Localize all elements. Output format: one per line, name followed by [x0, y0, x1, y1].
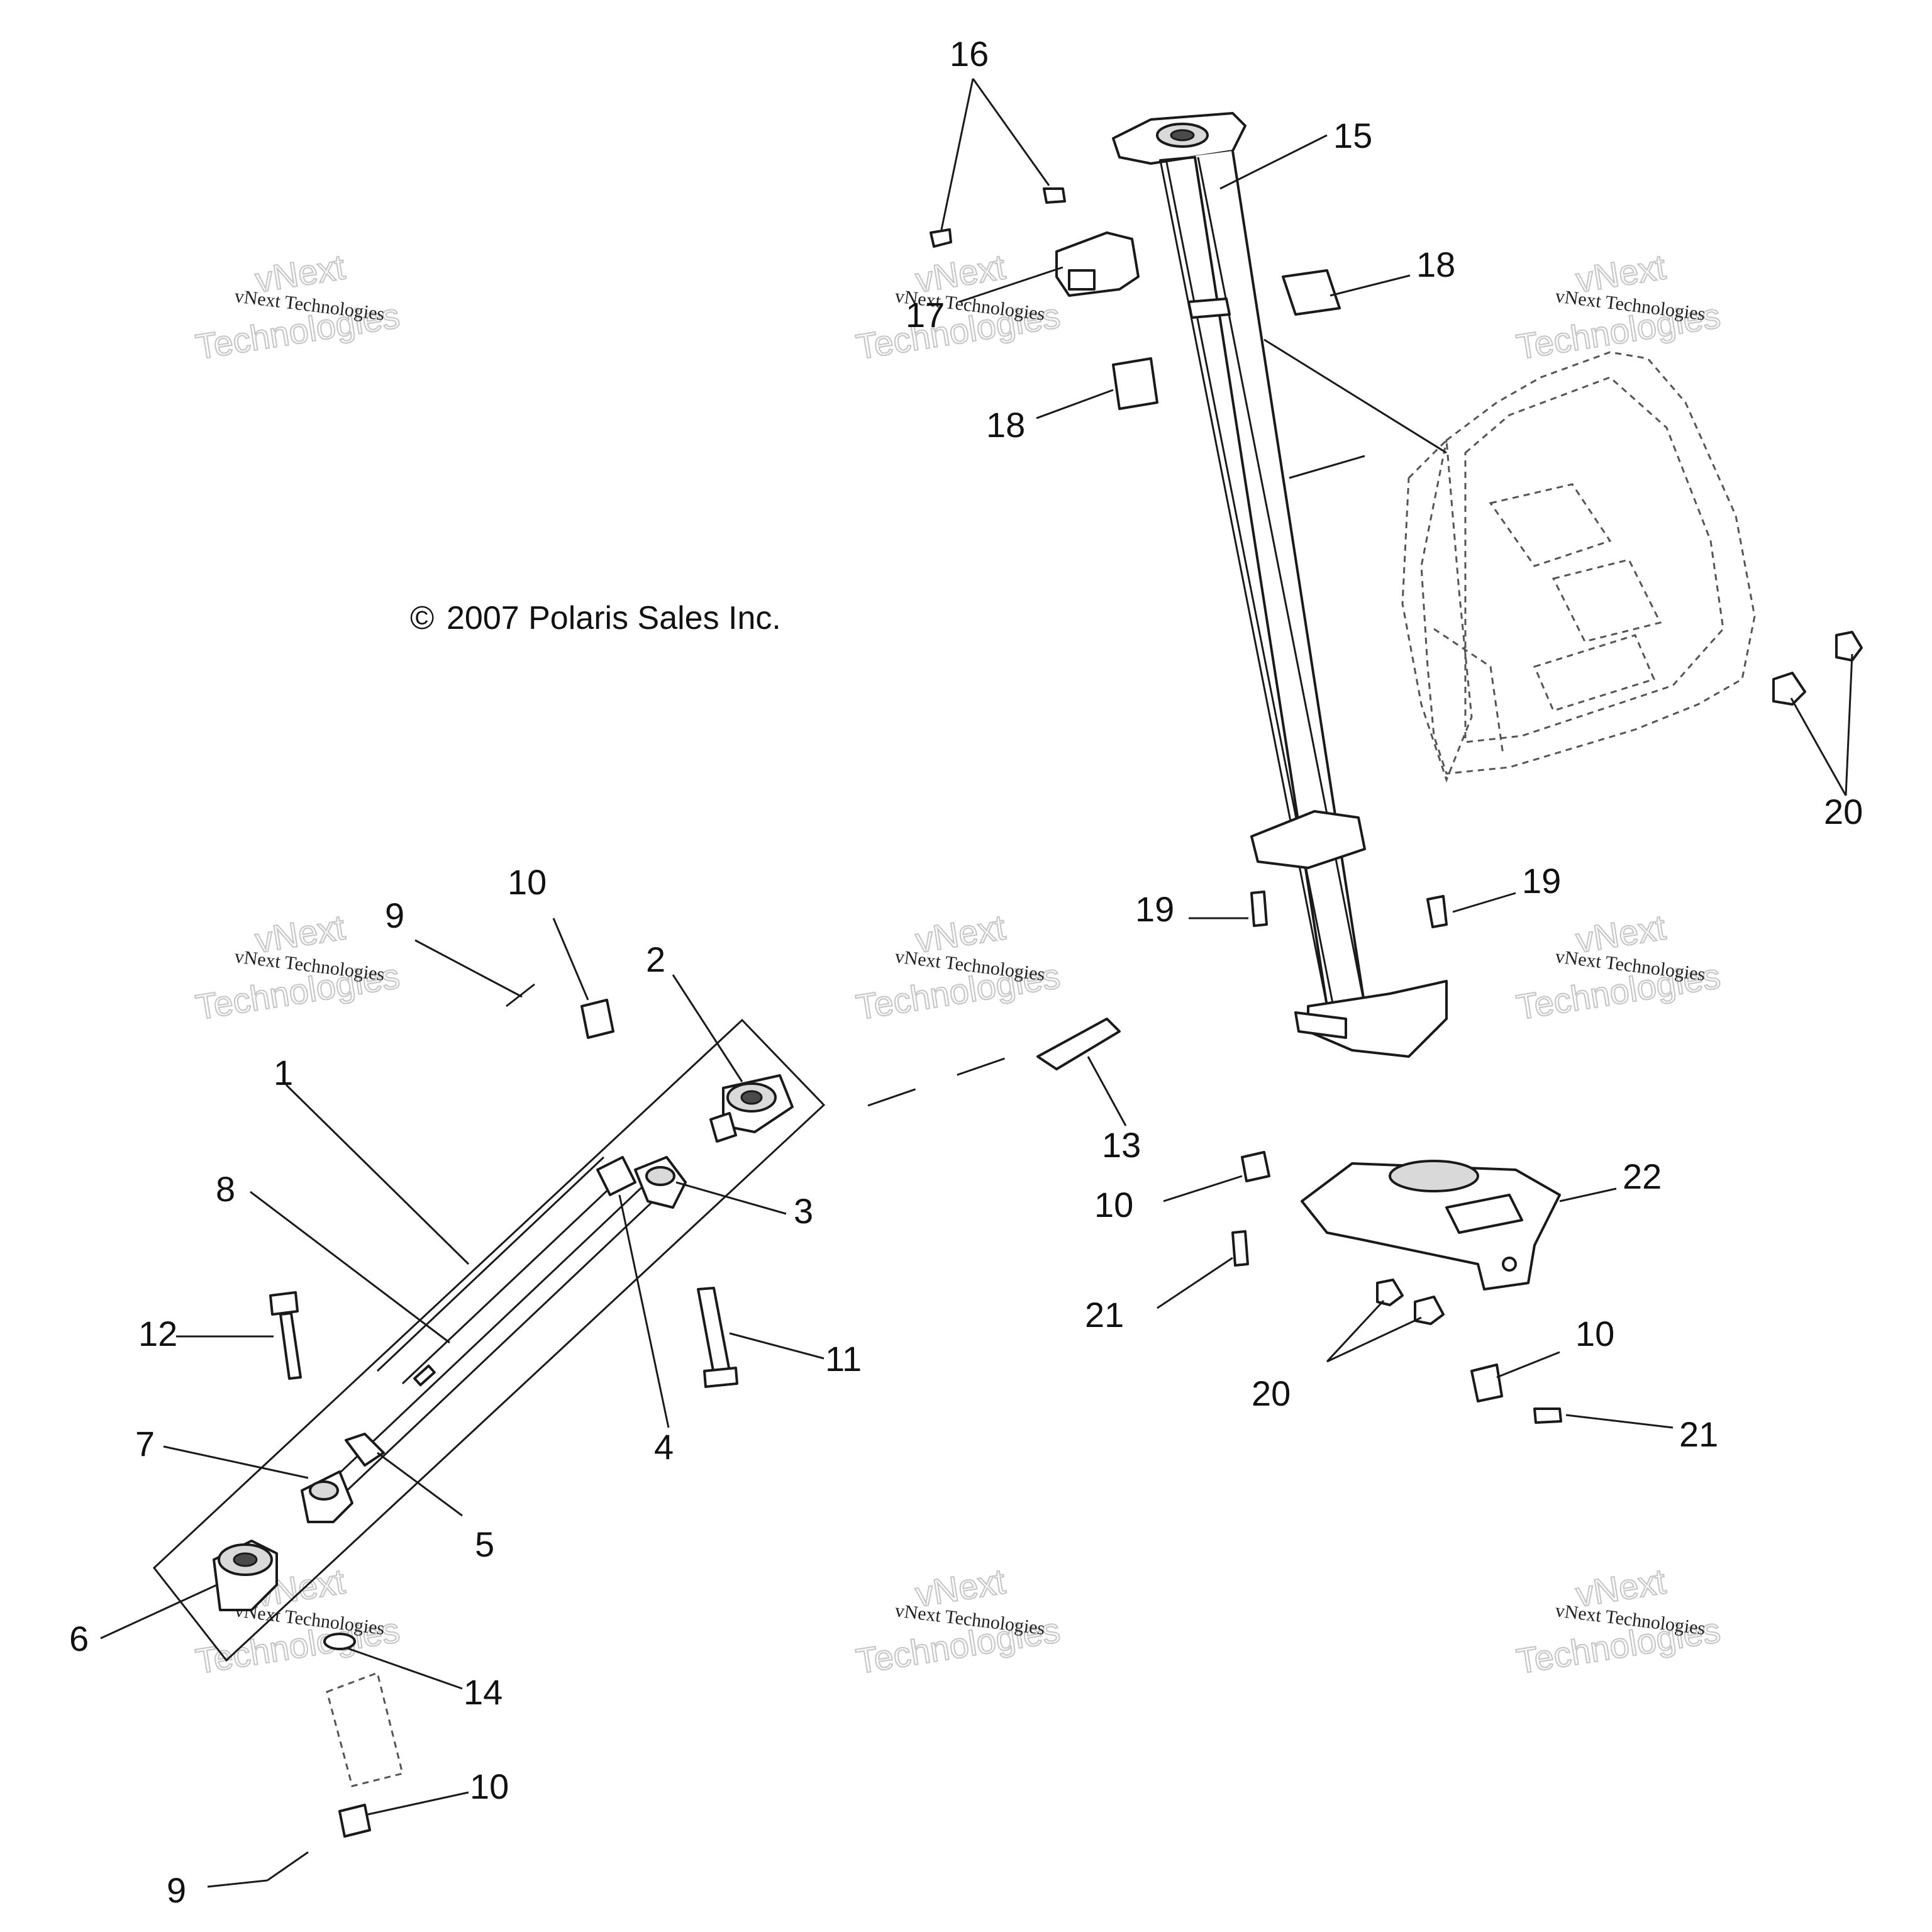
callout-17: 17 — [906, 295, 945, 335]
callout-18-bottom: 18 — [986, 405, 1025, 445]
watermark-group: vNext Technologies vNext Technologies vN… — [192, 246, 1724, 1682]
callout-7: 7 — [135, 1424, 155, 1463]
callout-1: 1 — [274, 1053, 293, 1092]
callout-4: 4 — [654, 1427, 674, 1467]
callout-9-bottom: 9 — [167, 1870, 186, 1910]
callout-10-right: 10 — [1575, 1314, 1614, 1353]
tie-rod-assembly — [152, 1018, 826, 1662]
callout-10-bracket: 10 — [1094, 1185, 1133, 1224]
callout-13: 13 — [1102, 1125, 1141, 1165]
callout-14: 14 — [464, 1672, 502, 1712]
callout-19-right: 19 — [1522, 861, 1561, 901]
spindle-ghost — [323, 1633, 404, 1787]
dashboard-panel-ghost — [1401, 351, 1756, 783]
callout-8: 8 — [216, 1169, 235, 1209]
callout-11: 11 — [825, 1339, 862, 1379]
callout-5: 5 — [475, 1524, 494, 1564]
callout-21-left: 21 — [1085, 1295, 1124, 1335]
callout-10-top-left: 10 — [508, 862, 547, 902]
callout-2: 2 — [646, 940, 665, 979]
callout-15: 15 — [1333, 116, 1372, 155]
copyright-text: 2007 Polaris Sales Inc. — [447, 600, 781, 636]
callout-10-bottom: 10 — [470, 1767, 509, 1806]
callout-18-top: 18 — [1416, 245, 1455, 284]
callout-12: 12 — [138, 1314, 177, 1353]
callout-22: 22 — [1623, 1157, 1662, 1196]
steering-column — [1112, 112, 1448, 1058]
callout-20-bottom: 20 — [1252, 1374, 1291, 1413]
copyright-symbol: © — [410, 600, 434, 636]
callout-3: 3 — [794, 1191, 813, 1231]
callout-20-top: 20 — [1824, 792, 1863, 831]
steering-bracket — [1301, 1160, 1561, 1291]
callout-9-top: 9 — [385, 896, 404, 935]
callout-21-right: 21 — [1679, 1414, 1718, 1454]
callout-6: 6 — [69, 1619, 89, 1658]
copyright-notice: © 2007 Polaris Sales Inc. — [410, 600, 781, 636]
callout-16: 16 — [950, 34, 989, 74]
fasteners — [267, 187, 1863, 1882]
leader-lines — [100, 78, 1853, 1888]
callout-19-left: 19 — [1135, 889, 1174, 929]
callout-numbers: 1 2 3 4 5 6 7 8 9 9 10 10 10 10 11 12 13… — [69, 34, 1863, 1910]
